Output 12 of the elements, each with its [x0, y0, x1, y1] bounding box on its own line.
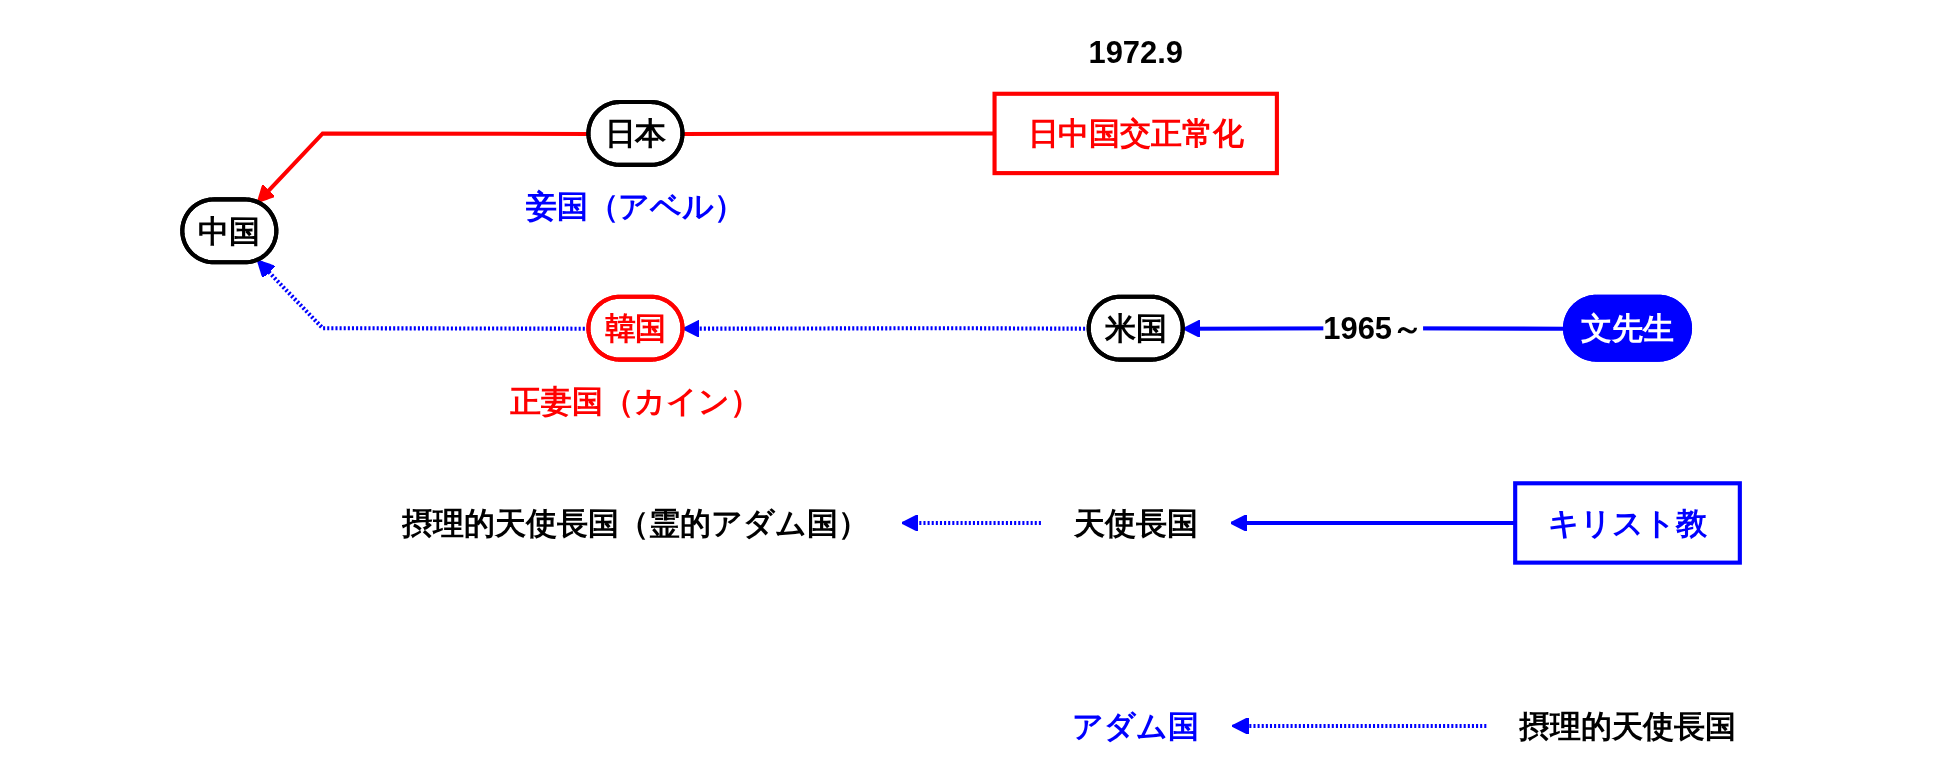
node-text: 摂理的天使長国 — [1519, 708, 1736, 743]
node-text: 天使長国 — [1073, 505, 1198, 540]
node-box: キリスト教 — [1513, 481, 1742, 565]
node-text: 摂理的天使長国（霊的アダム国） — [402, 505, 869, 540]
arrow — [1231, 716, 1487, 736]
node-label: 妾国（アベル） — [525, 189, 746, 224]
node-label: 1972.9 — [1088, 35, 1183, 70]
node-box: 日中国交正常化 — [992, 91, 1279, 176]
node-label: 正妻国（カイン） — [510, 384, 761, 419]
node-text: アダム国 — [1072, 708, 1200, 743]
arrow — [901, 513, 1041, 533]
edge-label: 1965～ — [1323, 311, 1423, 346]
